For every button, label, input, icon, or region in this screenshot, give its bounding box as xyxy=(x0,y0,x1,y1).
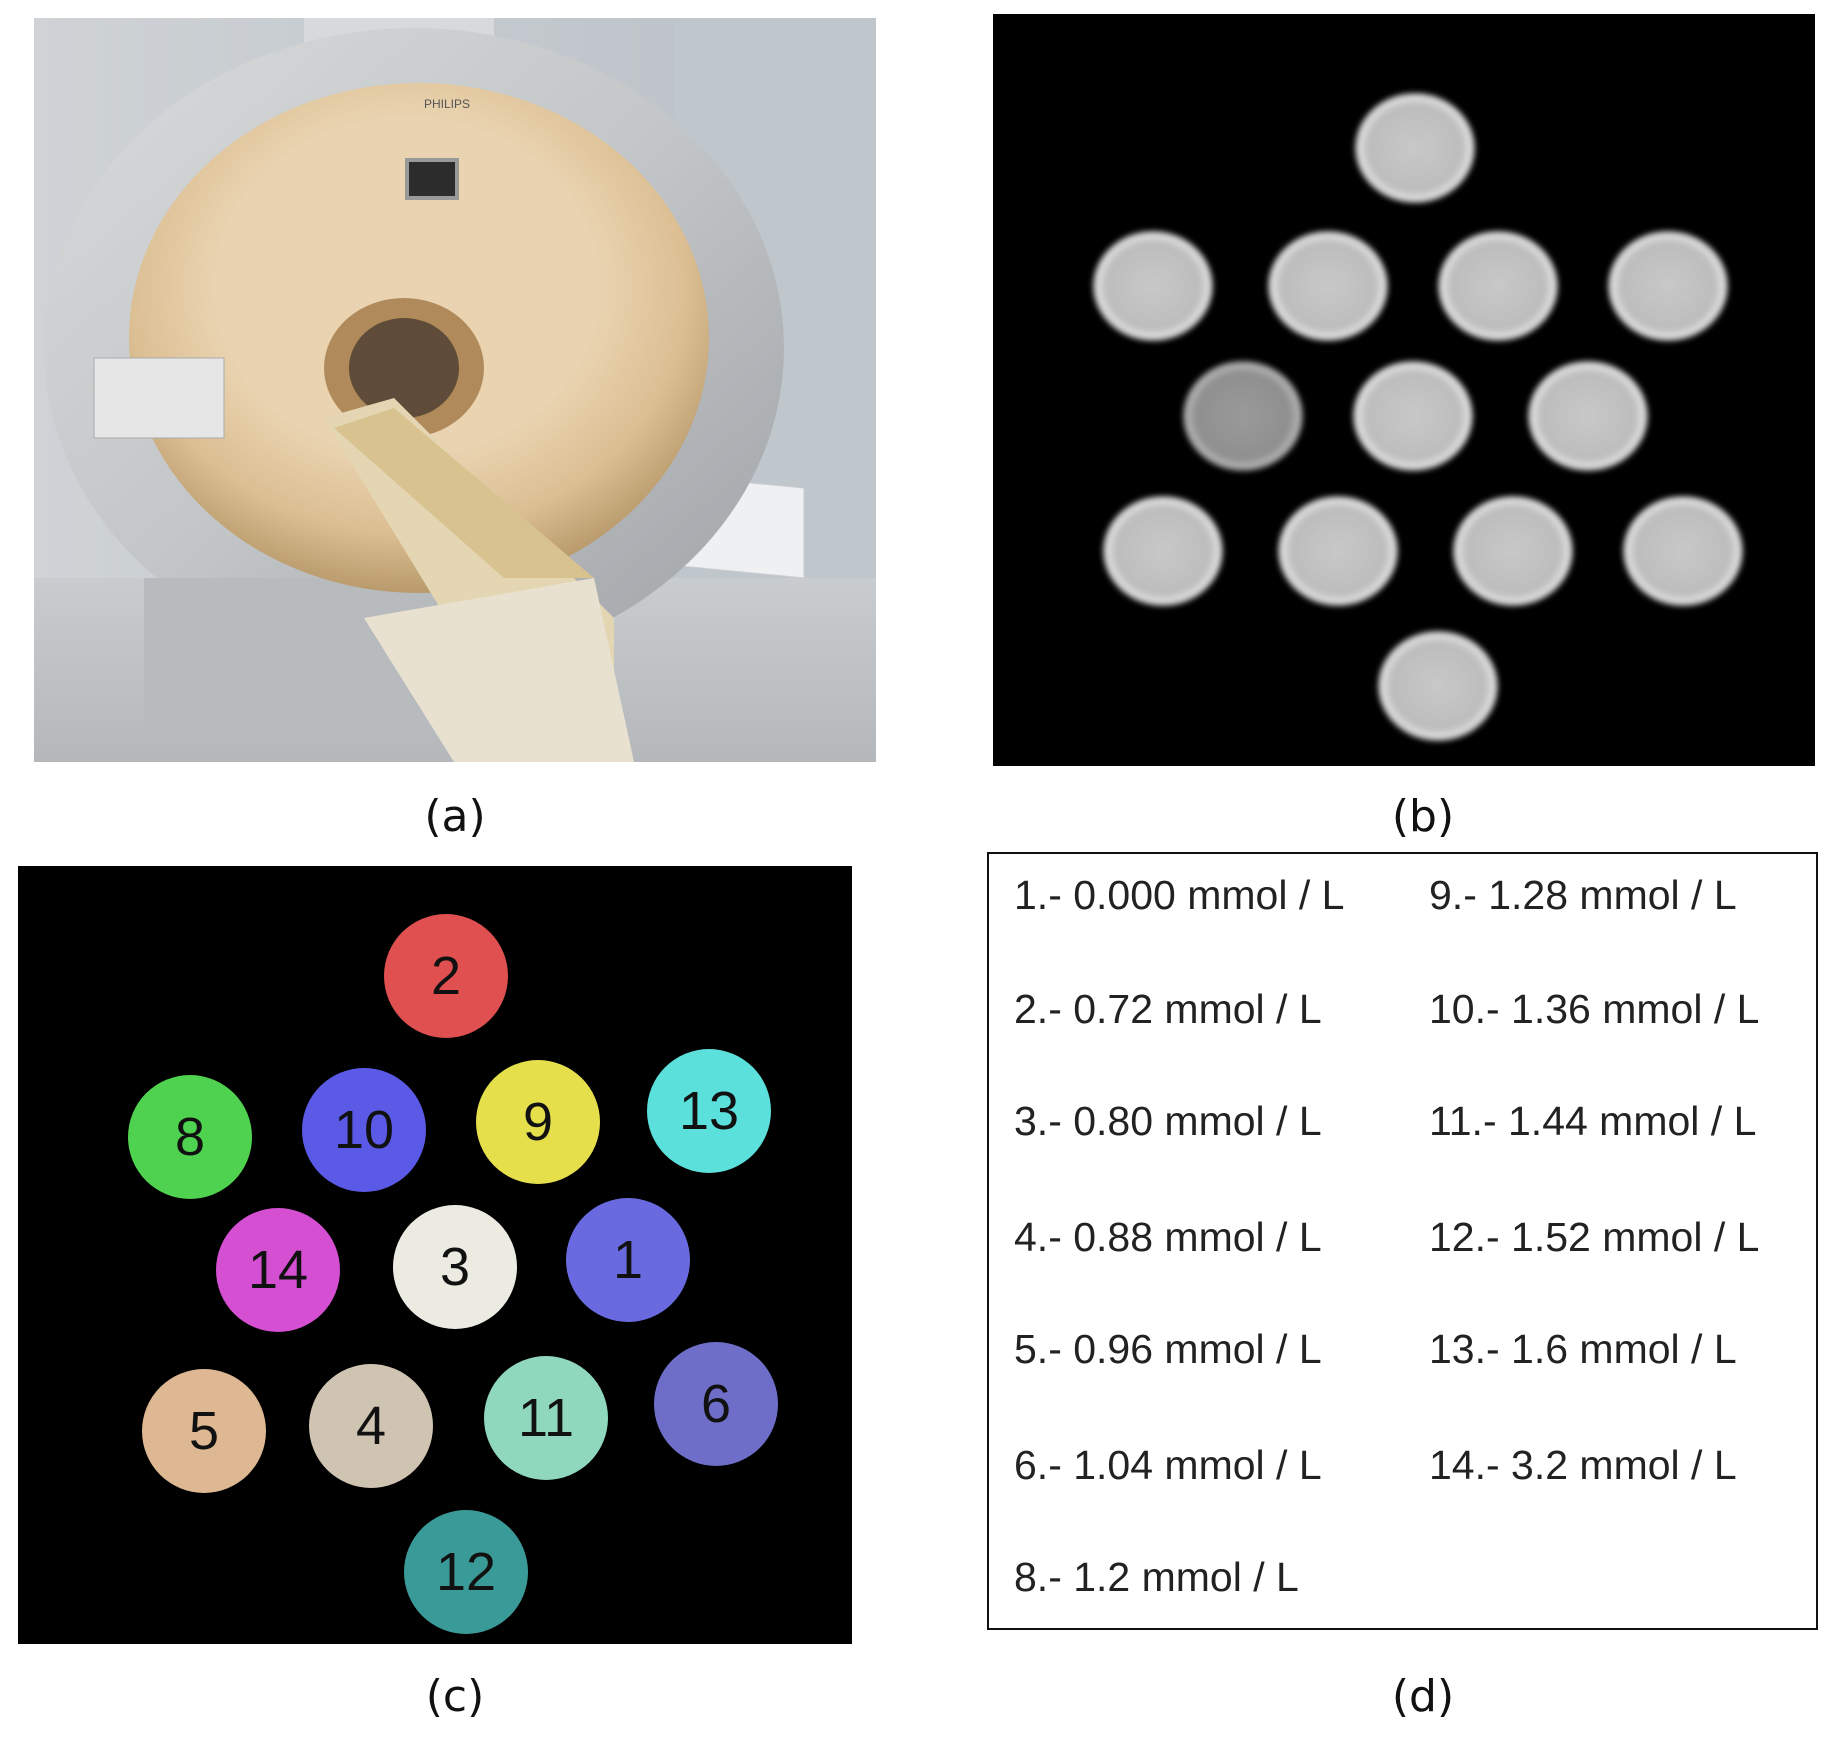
phantom-vial xyxy=(1378,631,1498,741)
legend-item: 5.- 0.96 mmol / L xyxy=(1014,1326,1322,1372)
phantom-vial xyxy=(1438,231,1558,341)
vial-label: 11 xyxy=(518,1388,574,1448)
legend-item: 9.- 1.28 mmol / L xyxy=(1429,872,1737,918)
segmented-vial xyxy=(476,1060,600,1184)
vial-label: 6 xyxy=(701,1374,731,1434)
vial-label: 3 xyxy=(440,1237,470,1297)
phantom-vial xyxy=(1278,496,1398,606)
legend-item: 4.- 0.88 mmol / L xyxy=(1014,1214,1322,1260)
legend-item: 13.- 1.6 mmol / L xyxy=(1429,1326,1737,1372)
vial-label: 1 xyxy=(613,1230,643,1290)
segmented-vial xyxy=(309,1364,433,1488)
phantom-vial xyxy=(1183,361,1303,471)
vial-label: 13 xyxy=(679,1081,739,1141)
phantom-vial xyxy=(1268,231,1388,341)
segmented-vial xyxy=(384,914,508,1038)
vial-label: 8 xyxy=(175,1107,205,1167)
phantom-vial xyxy=(1103,496,1223,606)
segmented-vial xyxy=(216,1208,340,1332)
vial-label: 9 xyxy=(523,1092,553,1152)
legend-item: 6.- 1.04 mmol / L xyxy=(1014,1442,1322,1488)
segmented-vial xyxy=(142,1369,266,1493)
legend-item: 12.- 1.52 mmol / L xyxy=(1429,1214,1760,1260)
phantom-vial xyxy=(1355,93,1475,203)
vial-label: 10 xyxy=(334,1100,394,1160)
segmented-vial xyxy=(128,1075,252,1199)
caption-b: (b) xyxy=(1391,791,1455,842)
phantom-vial xyxy=(1608,231,1728,341)
caption-c: (c) xyxy=(425,1671,485,1722)
segmentation-image: 2 8 10 9 13 14 3 1 5 4 11 6 12 xyxy=(18,866,852,1644)
vial-label: 14 xyxy=(248,1240,308,1300)
caption-a: (a) xyxy=(424,791,486,842)
mri-phantom-scan xyxy=(993,14,1815,766)
phantom-vial xyxy=(1528,361,1648,471)
phantom-vial xyxy=(1453,496,1573,606)
vial-label: 5 xyxy=(189,1401,219,1461)
phantom-vial xyxy=(1093,231,1213,341)
concentration-legend: 1.- 0.000 mmol / L 2.- 0.72 mmol / L 3.-… xyxy=(987,852,1818,1630)
legend-item: 11.- 1.44 mmol / L xyxy=(1429,1098,1757,1144)
segmented-vial xyxy=(566,1198,690,1322)
legend-item: 1.- 0.000 mmol / L xyxy=(1014,872,1345,918)
vial-label: 2 xyxy=(431,946,461,1006)
vial-label: 12 xyxy=(436,1542,496,1602)
phantom-vial xyxy=(1353,361,1473,471)
caption-d: (d) xyxy=(1391,1671,1455,1722)
segmented-vial xyxy=(404,1510,528,1634)
mri-scanner-photo: PHILIPS xyxy=(34,18,876,762)
legend-item: 2.- 0.72 mmol / L xyxy=(1014,986,1322,1032)
philips-logo: PHILIPS xyxy=(424,97,470,111)
segmented-vial xyxy=(393,1205,517,1329)
vial-label: 4 xyxy=(356,1396,386,1456)
segmented-vial xyxy=(302,1068,426,1192)
segmented-vial xyxy=(647,1049,771,1173)
phantom-vial xyxy=(1623,496,1743,606)
segmented-vial xyxy=(484,1356,608,1480)
mri-scanner-illustration: PHILIPS xyxy=(34,18,876,762)
segmented-vial xyxy=(654,1342,778,1466)
phantom-scan-image xyxy=(993,14,1815,766)
legend-item: 14.- 3.2 mmol / L xyxy=(1429,1442,1737,1488)
legend-item: 10.- 1.36 mmol / L xyxy=(1429,986,1760,1032)
labeled-phantom-segmentation: 2 8 10 9 13 14 3 1 5 4 11 6 12 xyxy=(18,866,852,1644)
legend-item: 8.- 1.2 mmol / L xyxy=(1014,1554,1299,1600)
legend-item: 3.- 0.80 mmol / L xyxy=(1014,1098,1322,1144)
